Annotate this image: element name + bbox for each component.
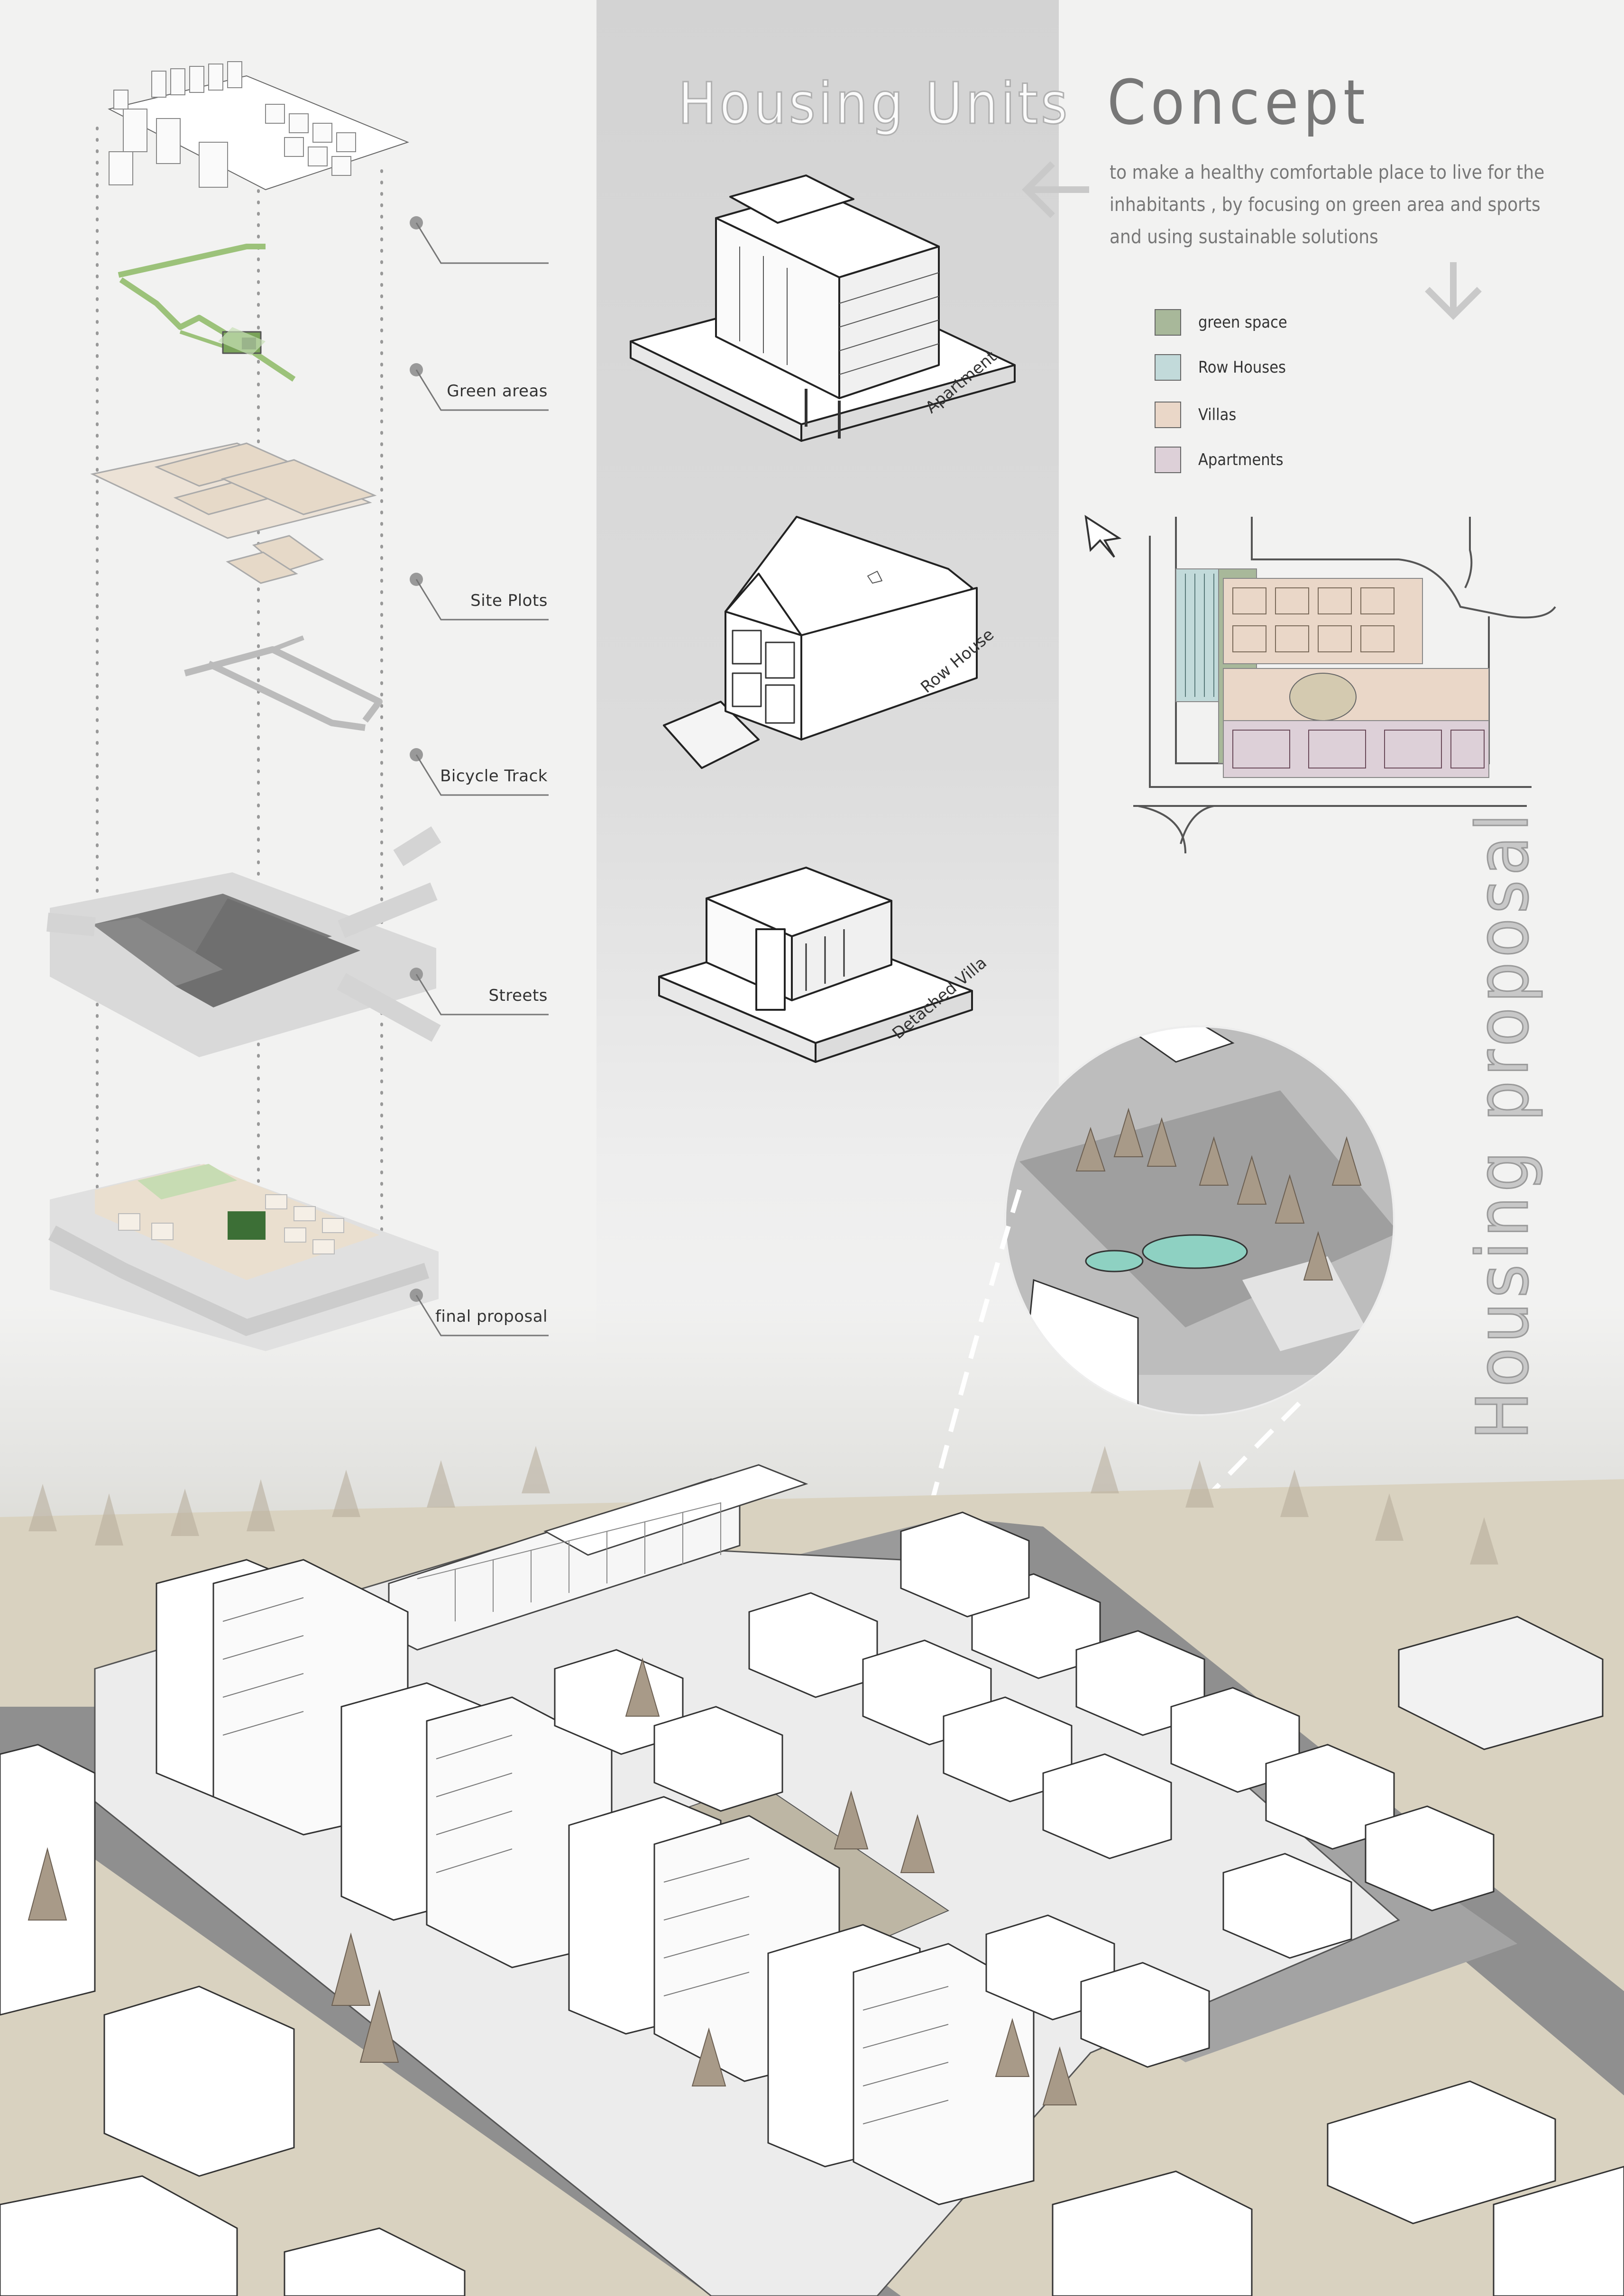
layer-final-proposal: [48, 1164, 439, 1351]
legend-item-green-space: green space: [1155, 308, 1287, 337]
layer-site-plots: [90, 442, 377, 584]
layer-massing: [108, 61, 409, 191]
layer-label-final-proposal: final proposal: [435, 1307, 548, 1326]
detached-villa-drawing: [658, 867, 973, 1063]
concept-title: Concept: [1107, 66, 1370, 138]
legend-item-villas: Villas: [1155, 401, 1236, 429]
apartment-blocks: [156, 1559, 1035, 2205]
legend-item-apartments: Apartments: [1155, 446, 1284, 474]
layer-bicycle-track: [184, 635, 383, 731]
legend-label: Apartments: [1198, 450, 1284, 469]
legend-swatch: [1155, 354, 1181, 381]
housing-units-title: Housing Units: [677, 71, 1071, 138]
layer-label-streets: Streets: [488, 986, 548, 1005]
layer-label-bicycle-track: Bicycle Track: [440, 767, 548, 786]
layer-green-areas: [118, 244, 296, 382]
legend-label: green space: [1198, 313, 1287, 332]
legend-swatch: [1155, 447, 1181, 473]
legend-swatch: [1155, 402, 1181, 428]
layer-leaders: [410, 216, 549, 1336]
row-house-drawing: [663, 516, 978, 769]
apartment-drawing: [630, 174, 1016, 442]
layer-label-green-areas: Green areas: [447, 382, 548, 401]
layer-label-site-plots: Site Plots: [470, 591, 548, 610]
legend-label: Row Houses: [1198, 358, 1286, 377]
legend-swatch: [1155, 309, 1181, 336]
villa-blocks: [554, 1511, 1495, 2068]
legend-item-row-houses: Row Houses: [1155, 353, 1286, 382]
arrow-left-icon: [1022, 161, 1089, 218]
arrow-down-icon: [1425, 262, 1482, 320]
concept-description: to make a healthy comfortable place to l…: [1110, 162, 1545, 248]
legend-label: Villas: [1198, 405, 1237, 424]
layer-streets: [46, 826, 441, 1057]
north-arrow-icon: [1084, 514, 1122, 558]
